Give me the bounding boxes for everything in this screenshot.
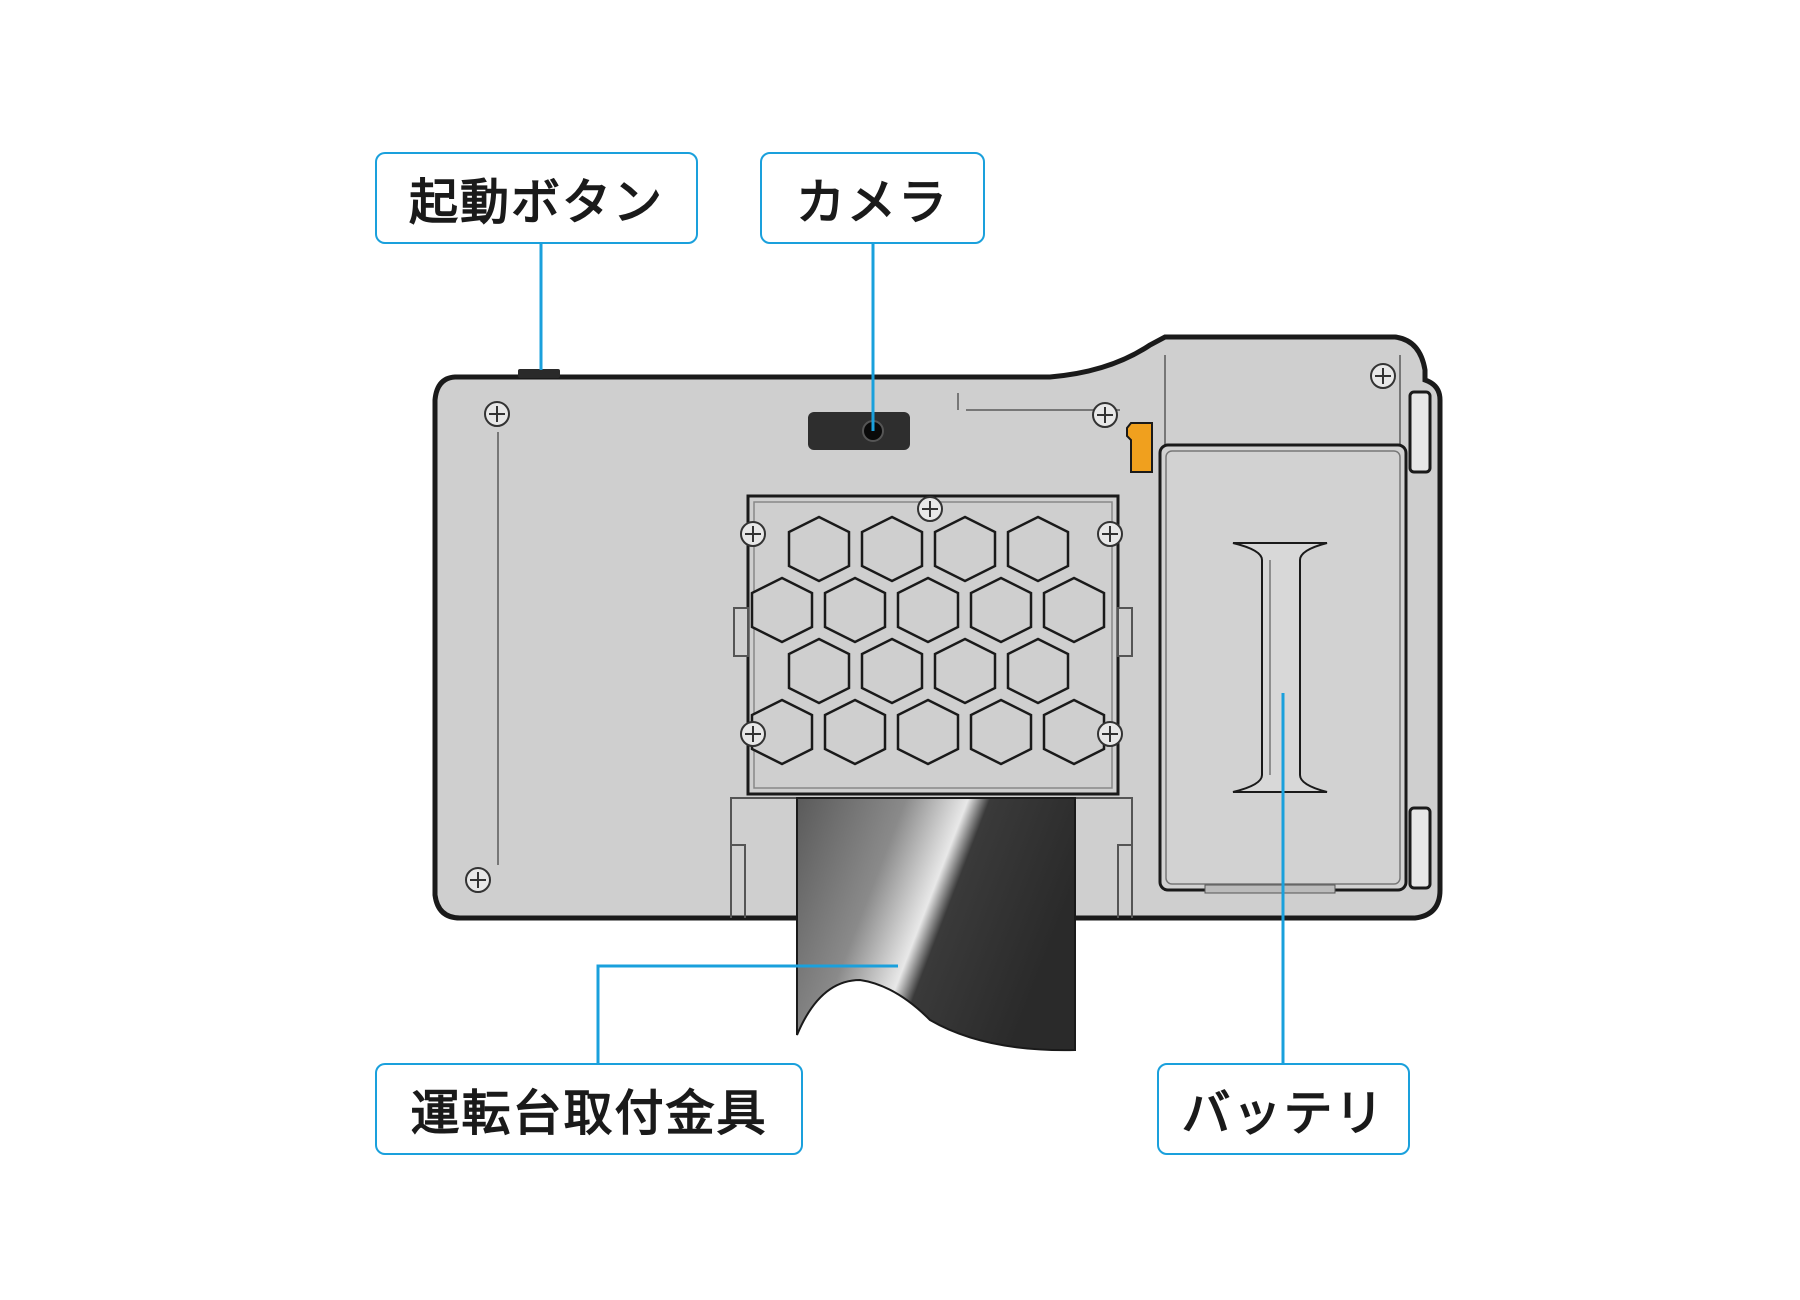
- start-button-label: 起動ボタン: [408, 173, 664, 231]
- mount-bracket-callout: 運転台取付金具: [375, 1063, 803, 1155]
- battery-contacts: [1204, 884, 1336, 894]
- camera-housing: [808, 412, 910, 450]
- screw-icon: [1097, 721, 1123, 747]
- sd-card: [1126, 422, 1153, 473]
- vent-side-tab: [733, 607, 749, 657]
- start-button[interactable]: [518, 369, 560, 378]
- battery-callout: バッテリ: [1157, 1063, 1410, 1155]
- start-button-callout: 起動ボタン: [375, 152, 698, 244]
- screw-icon: [1097, 521, 1123, 547]
- camera-callout: カメラ: [760, 152, 985, 244]
- screw-icon: [740, 521, 766, 547]
- screw-icon: [484, 401, 510, 427]
- screw-icon: [1370, 363, 1396, 389]
- mount-bracket-label: 運転台取付金具: [410, 1084, 768, 1142]
- battery-grip-icon: [1232, 542, 1328, 793]
- battery-label: バッテリ: [1181, 1084, 1386, 1142]
- right-clip-bottom: [1408, 806, 1432, 890]
- screw-icon: [1092, 402, 1118, 428]
- mount-bracket-leader: [596, 964, 898, 1063]
- screw-icon: [465, 867, 491, 893]
- vent-hexagons: [750, 515, 1106, 766]
- vent-side-tab: [1117, 607, 1133, 657]
- screw-icon: [917, 496, 943, 522]
- camera-label: カメラ: [795, 173, 949, 231]
- mount-bracket: [796, 797, 1076, 1052]
- screw-icon: [740, 721, 766, 747]
- right-clip-top: [1408, 390, 1432, 474]
